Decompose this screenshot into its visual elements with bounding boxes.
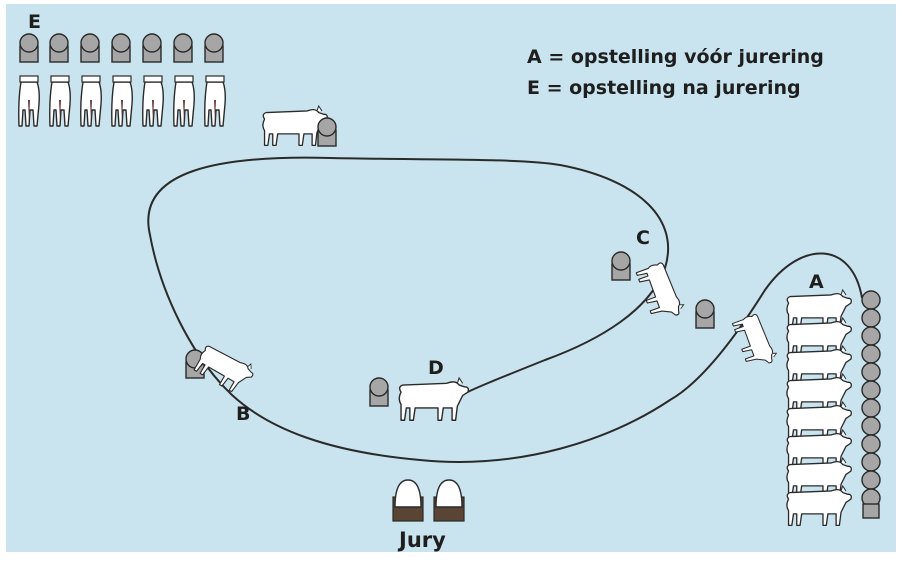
handler-icon xyxy=(19,33,39,63)
label-c: C xyxy=(636,227,650,249)
animal-icon xyxy=(204,75,226,127)
label-e: E xyxy=(28,11,41,33)
label-jury: Jury xyxy=(397,528,446,552)
animal-icon xyxy=(142,75,164,127)
handler-icon xyxy=(49,33,69,63)
legend-e: E = opstelling na jurering xyxy=(527,77,801,99)
label-a: A xyxy=(809,271,824,293)
person-icon xyxy=(861,470,881,490)
queue-a: A xyxy=(786,271,881,527)
handler-icon xyxy=(80,33,100,63)
handler-icon xyxy=(317,117,337,147)
person-icon xyxy=(861,416,881,436)
animal-icon xyxy=(80,75,102,127)
person-icon xyxy=(861,326,881,346)
animal-icon xyxy=(111,75,133,127)
handler-icon xyxy=(111,33,131,63)
label-b: B xyxy=(236,403,250,425)
handler-icon xyxy=(204,33,224,63)
queue-a-handlers xyxy=(861,290,881,519)
person-icon xyxy=(861,362,881,382)
person-icon xyxy=(861,398,881,418)
station-b: B xyxy=(185,339,258,425)
handler-icon xyxy=(695,299,715,329)
handler-icon xyxy=(369,377,389,407)
station-d: D xyxy=(369,357,470,421)
handler-icon xyxy=(142,33,162,63)
person-icon xyxy=(861,344,881,364)
handler-icon xyxy=(173,33,193,63)
station-c: C xyxy=(611,227,687,324)
person-icon xyxy=(862,503,880,519)
handler-icon xyxy=(611,251,631,281)
jury-member-icon xyxy=(433,479,465,522)
jury: Jury xyxy=(392,479,465,552)
person-icon xyxy=(861,308,881,328)
label-d: D xyxy=(428,357,444,379)
jury-member-icon xyxy=(392,479,424,522)
animal-icon xyxy=(173,75,195,127)
animal-icon xyxy=(49,75,71,127)
animal-icon xyxy=(18,75,40,127)
legend-a: A = opstelling vóór jurering xyxy=(527,46,824,68)
person-icon xyxy=(861,290,881,310)
person-icon xyxy=(861,380,881,400)
person-icon xyxy=(861,434,881,454)
person-icon xyxy=(861,452,881,472)
row-e: E xyxy=(18,11,226,127)
